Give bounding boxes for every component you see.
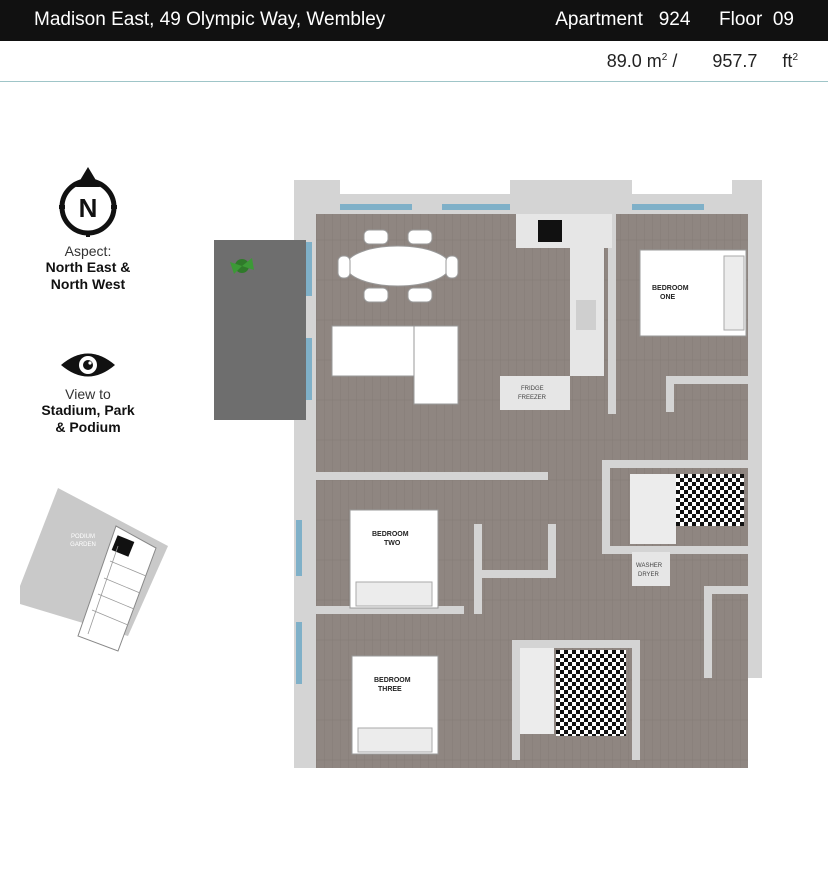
view-line1: Stadium, Park [41, 402, 135, 418]
dining-chair [407, 287, 433, 303]
view-label: View to [65, 386, 111, 402]
apartment-number: 924 [658, 9, 691, 30]
floor-plan: FRIDGE FREEZER BEDROOM ONE BEDROOM TWO B… [214, 180, 762, 768]
keyplan-label-line1: PODIUM [71, 534, 95, 540]
sqft-superscript: 2 [792, 52, 798, 63]
bedroom-two-label-line2: TWO [384, 540, 401, 547]
header-bar: Madison East, 49 Olympic Way, Wembley Ap… [0, 0, 828, 41]
wall [316, 472, 548, 480]
bathtub [520, 648, 554, 734]
aspect-block: N Aspect: North East & North West [30, 165, 146, 293]
compass-north-icon: N [59, 167, 117, 237]
area-separator: / [672, 51, 678, 71]
bedroom-two-label-line1: BEDROOM [372, 531, 409, 538]
window [632, 204, 704, 210]
window [296, 622, 302, 684]
sqm-unit: m [646, 51, 662, 71]
balcony [214, 240, 306, 420]
washer-label-line2: DRYER [638, 572, 660, 578]
washer-dryer [632, 552, 670, 586]
window [296, 520, 302, 576]
hob [538, 220, 562, 242]
window [442, 204, 510, 210]
shower-tile [556, 650, 626, 736]
plant-icon [230, 258, 254, 274]
dining-chair [363, 229, 389, 245]
dining-chair [407, 229, 433, 245]
eye-icon [61, 353, 115, 377]
fridge-label-line1: FRIDGE [521, 386, 544, 392]
shower-tile [676, 474, 744, 526]
dining-table [345, 245, 451, 287]
bathtub [630, 474, 676, 544]
apartment-location-marker [111, 535, 135, 557]
view-block: View to Stadium, Park & Podium [26, 348, 150, 436]
apartment-info: Apartment 924 Floor 09 [555, 9, 794, 31]
area-bar: 89.0 m2 / 957.7 ft2 [0, 41, 828, 82]
sqm-superscript: 2 [661, 52, 668, 63]
area-readout: 89.0 m2 / 957.7 ft2 [607, 51, 798, 72]
sofa [331, 325, 459, 405]
floor-label: Floor [719, 9, 763, 30]
sink [576, 300, 596, 330]
dining-chair [363, 287, 389, 303]
bedroom-one-label-line2: ONE [660, 294, 676, 301]
dining-chair [337, 255, 351, 279]
bedroom-three-label-line2: THREE [378, 686, 402, 693]
bed-bedroom-one [639, 249, 747, 337]
window [340, 204, 412, 210]
kitchen-counter [516, 214, 612, 248]
bedroom-one-label-line1: BEDROOM [652, 285, 689, 292]
aspect-line2: North West [50, 276, 126, 292]
window [306, 338, 312, 400]
bed-bedroom-three [351, 655, 439, 755]
view-line2: & Podium [55, 419, 121, 435]
area-sqm: 89.0 [606, 51, 642, 71]
property-address: Madison East, 49 Olympic Way, Wembley [34, 9, 386, 30]
window [306, 242, 312, 296]
floor-number: 09 [772, 9, 794, 30]
keyplan-label-line2: GARDEN [70, 542, 96, 548]
aspect-label: Aspect: [64, 243, 112, 259]
aspect-line1: North East & [45, 259, 131, 275]
bed-bedroom-two [349, 509, 439, 609]
fridge-freezer [500, 376, 570, 410]
compass-letter: N [79, 193, 98, 223]
sqft-unit: ft [782, 51, 793, 71]
area-sqft: 957.7 [712, 51, 758, 71]
washer-label-line1: WASHER [636, 563, 663, 569]
bedroom-three-label-line1: BEDROOM [374, 677, 411, 684]
apartment-label: Apartment [555, 9, 643, 30]
dining-chair [445, 255, 459, 279]
key-plan: PODIUM GARDEN [20, 488, 168, 652]
fridge-label-line2: FREEZER [518, 395, 547, 401]
